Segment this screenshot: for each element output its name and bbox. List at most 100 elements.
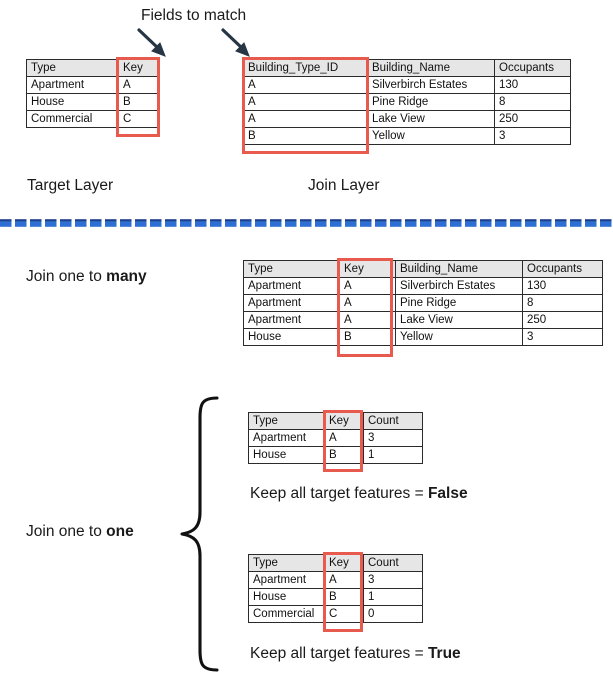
cell-occupants: 8 xyxy=(494,93,571,111)
join-layer-caption: Join Layer xyxy=(308,177,380,194)
cell-key: A xyxy=(339,277,396,295)
table-row: Apartment A Lake View 250 xyxy=(243,311,603,329)
column-header: Type xyxy=(26,59,119,77)
table-header-row: Type Key Building_Name Occupants xyxy=(243,260,603,278)
table-row: Apartment A xyxy=(26,76,159,94)
cell-occupants: 250 xyxy=(494,110,571,128)
cell-key: C xyxy=(118,110,159,128)
column-header: Type xyxy=(243,260,340,278)
arrow-to-target-key-icon xyxy=(137,28,166,57)
cell-count: 0 xyxy=(363,605,423,623)
cell-count: 3 xyxy=(363,429,423,447)
cell-type: House xyxy=(248,588,325,606)
cell-type: Apartment xyxy=(243,277,340,295)
cell-type: Apartment xyxy=(248,571,325,589)
column-header: Key xyxy=(324,412,364,430)
cell-type: Commercial xyxy=(248,605,325,623)
cell-building-type-id: A xyxy=(243,110,368,128)
join-layer-table: Building_Type_ID Building_Name Occupants… xyxy=(243,59,571,145)
table-row: A Silverbirch Estates 130 xyxy=(243,76,571,94)
table-header-row: Type Key Count xyxy=(248,412,423,430)
cell-key: C xyxy=(324,605,364,623)
arrow-to-join-key-icon xyxy=(221,28,250,57)
table-row: B Yellow 3 xyxy=(243,127,571,145)
cell-type: House xyxy=(243,328,340,346)
table-row: Apartment A 3 xyxy=(248,429,423,447)
join-one-to-one-prefix: Join one to xyxy=(26,523,107,540)
join-one-to-many-strong: many xyxy=(106,268,147,285)
keep-all-true-strong: True xyxy=(427,645,461,662)
cell-building-name: Yellow xyxy=(395,328,523,346)
column-header: Key xyxy=(339,260,396,278)
cell-key: A xyxy=(339,311,396,329)
cell-occupants: 3 xyxy=(494,127,571,145)
cell-building-name: Pine Ridge xyxy=(367,93,495,111)
table-row: Apartment A Pine Ridge 8 xyxy=(243,294,603,312)
cell-type: Apartment xyxy=(243,294,340,312)
cell-type: Apartment xyxy=(248,429,325,447)
table-header-row: Type Key xyxy=(26,59,159,77)
cell-type: Commercial xyxy=(26,110,119,128)
cell-type: House xyxy=(26,93,119,111)
cell-building-name: Lake View xyxy=(395,311,523,329)
cell-count: 1 xyxy=(363,588,423,606)
join-one-to-many-prefix: Join one to xyxy=(26,268,107,285)
cell-type: House xyxy=(248,446,325,464)
column-header: Type xyxy=(248,412,325,430)
column-header: Occupants xyxy=(522,260,603,278)
cell-building-type-id: B xyxy=(243,127,368,145)
cell-occupants: 8 xyxy=(522,294,603,312)
column-header: Occupants xyxy=(494,59,571,77)
target-layer-table: Type Key Apartment A House B Commercial … xyxy=(26,59,159,128)
cell-building-type-id: A xyxy=(243,93,368,111)
cell-key: B xyxy=(339,328,396,346)
cell-building-name: Lake View xyxy=(367,110,495,128)
column-header: Type xyxy=(248,554,325,572)
table-row: House B xyxy=(26,93,159,111)
table-row: Apartment A Silverbirch Estates 130 xyxy=(243,277,603,295)
cell-key: A xyxy=(339,294,396,312)
column-header: Key xyxy=(324,554,364,572)
table-header-row: Building_Type_ID Building_Name Occupants xyxy=(243,59,571,77)
cell-occupants: 130 xyxy=(494,76,571,94)
target-layer-caption: Target Layer xyxy=(27,177,114,194)
table-row: A Pine Ridge 8 xyxy=(243,93,571,111)
cell-building-name: Silverbirch Estates xyxy=(395,277,523,295)
join-one-to-one-false-table: Type Key Count Apartment A 3 House B 1 xyxy=(248,412,423,464)
cell-key: A xyxy=(118,76,159,94)
cell-type: Apartment xyxy=(26,76,119,94)
cell-key: B xyxy=(324,446,364,464)
cell-key: A xyxy=(324,571,364,589)
keep-all-false-prefix: Keep all target features = xyxy=(250,485,428,502)
column-header: Building_Type_ID xyxy=(243,59,368,77)
table-row: Commercial C xyxy=(26,110,159,128)
cell-building-type-id: A xyxy=(243,76,368,94)
cell-building-name: Yellow xyxy=(367,127,495,145)
column-header: Building_Name xyxy=(367,59,495,77)
table-row: House B Yellow 3 xyxy=(243,328,603,346)
table-row: Apartment A 3 xyxy=(248,571,423,589)
column-header: Count xyxy=(363,412,423,430)
keep-all-false-label: Keep all target features = False xyxy=(250,485,468,502)
cell-occupants: 3 xyxy=(522,328,603,346)
table-row: House B 1 xyxy=(248,588,423,606)
table-row: House B 1 xyxy=(248,446,423,464)
grouping-brace-icon xyxy=(180,396,219,672)
section-divider xyxy=(0,219,612,227)
join-one-to-one-true-table: Type Key Count Apartment A 3 House B 1 C… xyxy=(248,554,423,623)
table-header-row: Type Key Count xyxy=(248,554,423,572)
cell-occupants: 250 xyxy=(522,311,603,329)
join-one-to-one-label: Join one to one xyxy=(26,523,134,540)
cell-key: B xyxy=(324,588,364,606)
column-header: Key xyxy=(118,59,159,77)
join-one-to-many-result-table: Type Key Building_Name Occupants Apartme… xyxy=(243,260,603,346)
cell-count: 3 xyxy=(363,571,423,589)
fields-to-match-label: Fields to match xyxy=(141,7,247,24)
cell-key: B xyxy=(118,93,159,111)
table-row: Commercial C 0 xyxy=(248,605,423,623)
column-header: Building_Name xyxy=(395,260,523,278)
cell-occupants: 130 xyxy=(522,277,603,295)
cell-building-name: Silverbirch Estates xyxy=(367,76,495,94)
cell-key: A xyxy=(324,429,364,447)
join-one-to-many-label: Join one to many xyxy=(26,268,147,285)
